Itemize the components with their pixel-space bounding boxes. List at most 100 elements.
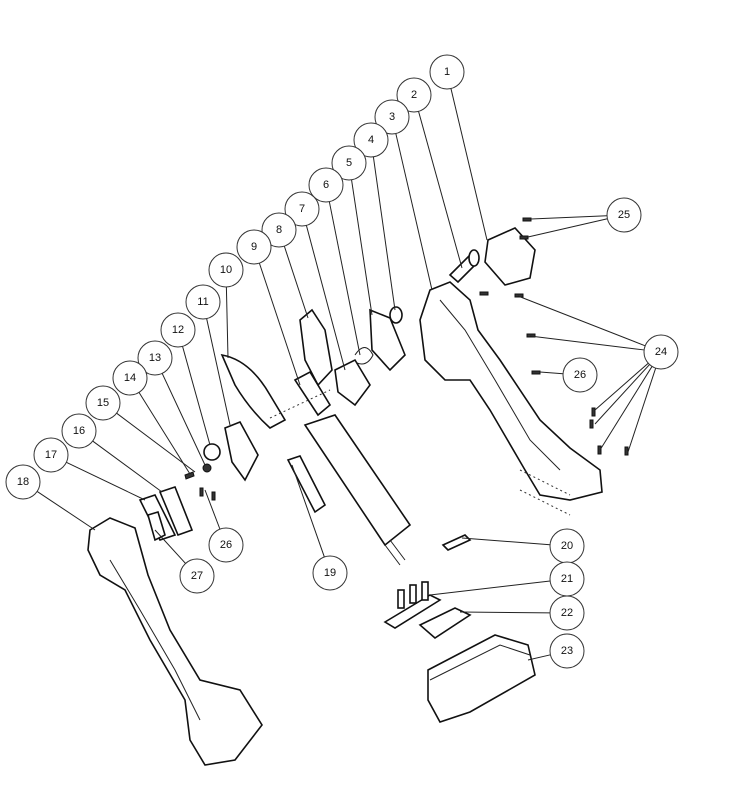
callout-number: 23 — [561, 645, 573, 657]
leader-line — [539, 371, 564, 375]
callout-circle — [208, 527, 244, 563]
leader-line — [429, 580, 551, 596]
battery-pack — [427, 634, 536, 723]
leader-line — [204, 489, 221, 530]
blade-holder — [334, 358, 371, 407]
leader-line — [305, 225, 346, 371]
callout-circle — [284, 191, 320, 227]
callout-number: 6 — [323, 179, 329, 191]
leader-line — [66, 461, 146, 501]
callout-circle — [396, 77, 432, 113]
spring — [354, 347, 374, 365]
callout-circle — [179, 558, 215, 594]
control-board — [383, 594, 442, 629]
callout-number: 12 — [172, 324, 184, 336]
callout-number: 16 — [73, 425, 85, 437]
callout-circle — [312, 555, 348, 591]
trigger-switch — [286, 455, 327, 514]
callout-number: 17 — [45, 449, 57, 461]
callout-circle — [185, 284, 221, 320]
callout-circle — [562, 357, 598, 393]
callout-number: 7 — [299, 203, 305, 215]
callout-circle — [353, 122, 389, 158]
leader-line — [527, 218, 608, 238]
callout-circle — [112, 360, 148, 396]
callout-number: 9 — [251, 241, 257, 253]
left-housing — [87, 517, 263, 766]
switch-module — [158, 486, 194, 537]
callout-number: 1 — [444, 66, 450, 78]
callout-number: 10 — [220, 264, 232, 276]
callout-circle — [5, 464, 41, 500]
leader-line — [138, 392, 191, 475]
leader-line — [527, 654, 551, 661]
callout-number: 14 — [124, 372, 136, 384]
leader-line — [530, 215, 608, 220]
callout-number: 22 — [561, 607, 573, 619]
leader-line — [283, 245, 309, 319]
callout-number: 26 — [574, 369, 586, 381]
callout-number: 25 — [618, 209, 630, 221]
leader-line — [418, 111, 463, 269]
leader-line — [372, 156, 396, 311]
leader-line — [161, 373, 206, 466]
callout-circle — [549, 595, 585, 631]
callout-circle — [160, 312, 196, 348]
callout-circle — [137, 340, 173, 376]
callout-circle — [549, 633, 585, 669]
callout-circle — [261, 212, 297, 248]
leader-line — [395, 133, 433, 291]
callout-circle — [33, 437, 69, 473]
callout-circle — [308, 167, 344, 203]
callout-number: 27 — [191, 570, 203, 582]
callout-circle — [606, 197, 642, 233]
callout-number: 21 — [561, 573, 573, 585]
leader-line — [92, 440, 163, 493]
parts — [87, 217, 629, 766]
callout-circle — [208, 252, 244, 288]
front-cap — [484, 227, 536, 286]
leader-line — [594, 362, 649, 411]
callout-number: 20 — [561, 540, 573, 552]
callout-number: 15 — [97, 397, 109, 409]
leader-line — [116, 412, 196, 473]
callout-number: 11 — [197, 296, 208, 308]
leader-line — [599, 366, 653, 451]
leader-line — [328, 201, 361, 356]
leader-line — [594, 364, 650, 425]
leader-line — [291, 464, 325, 558]
gear-housing — [224, 420, 259, 482]
callout-number: 2 — [411, 89, 417, 101]
callout-circle — [643, 334, 679, 370]
callout-number: 3 — [389, 111, 395, 123]
leader-line — [351, 179, 373, 316]
leader-line — [206, 318, 231, 426]
motor — [303, 414, 412, 547]
gear — [203, 443, 221, 461]
moving-blade — [299, 308, 333, 387]
callout-circle — [236, 229, 272, 265]
leader-line — [529, 335, 645, 351]
leader-line — [627, 367, 657, 453]
battery-terminal — [418, 607, 472, 640]
leader-line — [182, 346, 211, 446]
leader-line — [36, 491, 96, 531]
fixed-blade — [220, 353, 287, 429]
callout-circle — [429, 54, 465, 90]
callout-number: 18 — [17, 476, 29, 488]
callout-number: 4 — [368, 134, 374, 146]
callout-number: 5 — [346, 157, 352, 169]
callout-number: 24 — [655, 346, 667, 358]
callout-number: 8 — [276, 224, 282, 236]
callout-circle — [331, 145, 367, 181]
callout-layer: 1234567891011121314151617181920212223242… — [5, 54, 679, 669]
callout-circle — [61, 413, 97, 449]
leader-line — [459, 611, 551, 614]
leader-line — [154, 529, 186, 564]
callout-circle — [85, 385, 121, 421]
leader-line — [461, 537, 551, 546]
link-arm — [293, 370, 332, 417]
leader-line — [225, 286, 229, 359]
leader-line — [258, 262, 301, 386]
